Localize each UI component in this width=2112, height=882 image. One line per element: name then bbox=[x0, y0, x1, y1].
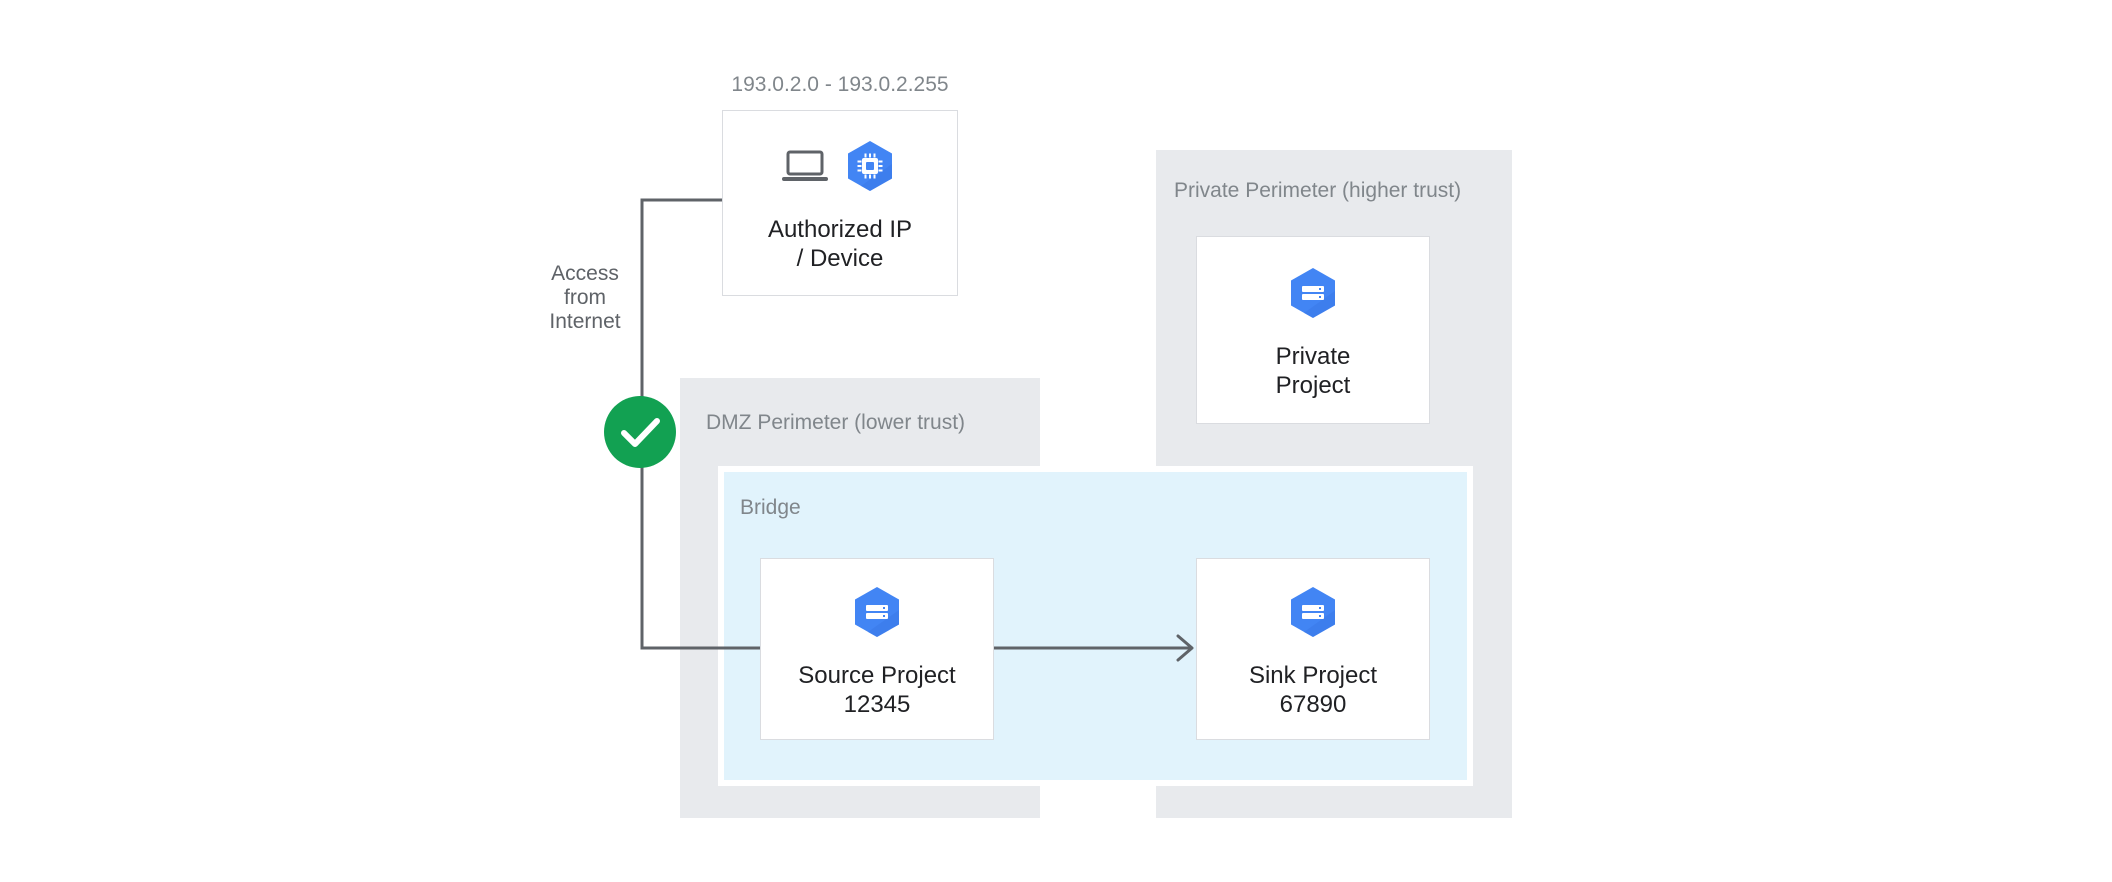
project-hexagon-icon bbox=[849, 584, 905, 640]
private-perimeter-label: Private Perimeter (higher trust) bbox=[1174, 179, 1462, 202]
access-from-internet-label: Access from Internet bbox=[549, 262, 621, 333]
sink-project-label: Sink Project 67890 bbox=[1248, 662, 1378, 718]
check-circle-icon bbox=[604, 396, 676, 468]
ip-range-label: 193.0.2.0 - 193.0.2.255 bbox=[731, 73, 949, 96]
sink-project-card[interactable]: Sink Project 67890 bbox=[1196, 558, 1430, 740]
project-hexagon-icon bbox=[1285, 265, 1341, 321]
source-project-card[interactable]: Source Project 12345 bbox=[760, 558, 994, 740]
authorized-device-label: Authorized IP / Device bbox=[767, 216, 913, 272]
bridge-label: Bridge bbox=[740, 496, 801, 519]
source-project-label: Source Project 12345 bbox=[798, 662, 956, 718]
dmz-perimeter-label: DMZ Perimeter (lower trust) bbox=[706, 411, 966, 434]
authorized-device-card[interactable]: Authorized IP / Device bbox=[722, 110, 958, 296]
project-hexagon-icon bbox=[1285, 584, 1341, 640]
device-icon-group bbox=[782, 133, 898, 199]
private-project-label: Private Project bbox=[1275, 343, 1351, 399]
laptop-icon bbox=[782, 148, 828, 184]
source-project-icon-group bbox=[849, 579, 905, 645]
sink-project-icon-group bbox=[1285, 579, 1341, 645]
private-project-card[interactable]: Private Project bbox=[1196, 236, 1430, 424]
private-project-icon-group bbox=[1285, 260, 1341, 326]
iot-chip-hexagon-icon bbox=[842, 138, 898, 194]
